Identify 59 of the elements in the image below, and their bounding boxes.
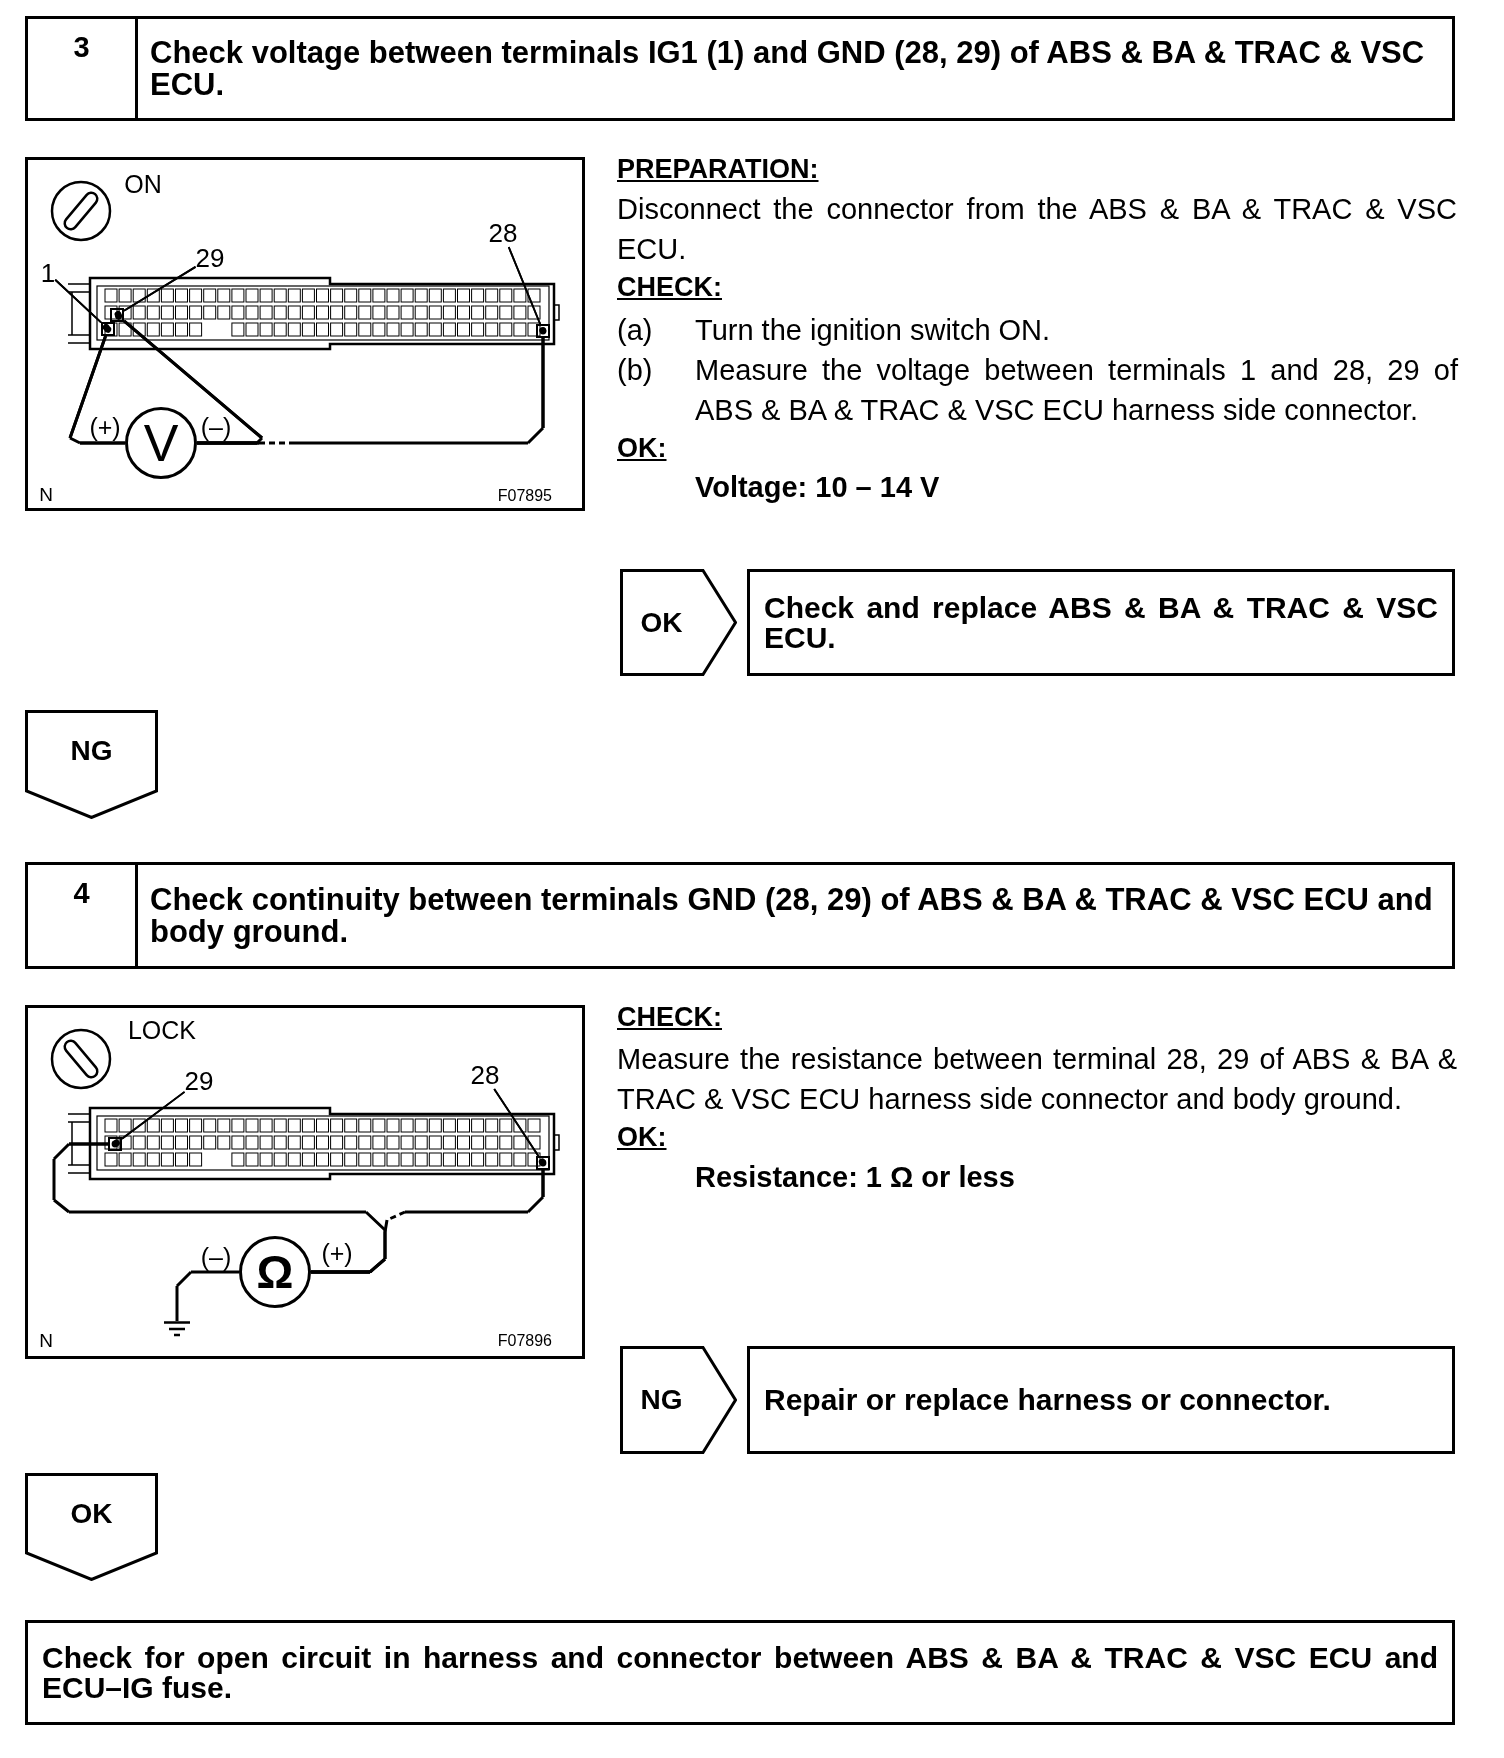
tag-label: OK <box>640 607 683 638</box>
voltmeter-symbol: V <box>125 407 197 479</box>
switch-position-label: ON <box>124 170 162 198</box>
step-header-box <box>25 862 1455 969</box>
step-header-box <box>25 16 1455 121</box>
instruction-text: Measure the resistance between terminal 28, 29 of ABS & BA & TRAC & VSC ECU harness side connector and body ground. <box>617 1042 1457 1117</box>
polarity-label: (+) <box>89 413 121 441</box>
connector-pin <box>536 324 550 338</box>
step-letter: (a) <box>617 313 653 348</box>
section-heading: CHECK: <box>617 1001 722 1034</box>
specification-text: Resistance: 1 Ω or less <box>695 1160 1015 1194</box>
figure-code: F07896 <box>497 1332 552 1350</box>
connector-pin <box>108 1137 122 1151</box>
callout-number: 28 <box>470 1061 500 1089</box>
test-lead <box>309 1159 547 1274</box>
connector-pin <box>110 308 124 322</box>
test-lead <box>115 313 264 445</box>
callout-number: 29 <box>184 1067 214 1095</box>
instruction-box: Check for open circuit in harness and connector between ABS & BA & TRAC & VSC ECU and ECU–IG fuse. <box>25 1620 1455 1725</box>
test-lead <box>195 327 547 445</box>
step-heading: Check continuity between terminals GND (28, 29) of ABS & BA & TRAC & VSC ECU and body ground. <box>149 883 1434 948</box>
test-lead <box>175 1270 241 1323</box>
connector-pin <box>101 322 115 336</box>
tag-label: OK <box>70 1499 113 1529</box>
step-letter: (b) <box>617 353 653 388</box>
callout-number: 1 <box>40 259 56 287</box>
instruction-box: Check and replace ABS & BA & TRAC & VSC ECU. <box>747 569 1455 676</box>
step-number-cell: 3 <box>28 19 138 118</box>
step-number-cell: 4 <box>28 865 138 966</box>
polarity-label: (–) <box>200 413 232 441</box>
leader-line <box>114 265 197 318</box>
leader-line <box>507 246 547 334</box>
section-heading: OK: <box>617 1121 667 1154</box>
polarity-label: (–) <box>200 1243 232 1271</box>
step-heading: Check voltage between terminals IG1 (1) and GND (28, 29) of ABS & BA & TRAC & VSC ECU. <box>149 36 1426 101</box>
instruction-box: Repair or replace harness or connector. <box>747 1346 1455 1454</box>
instruction-text: Measure the voltage between terminals 1 and 28, 29 of ABS & BA & TRAC & VSC ECU harness side connector. <box>695 353 1458 428</box>
callout-number: 29 <box>195 244 225 272</box>
figure-mark: N <box>39 485 53 505</box>
ohmmeter-symbol: Ω <box>239 1236 311 1308</box>
tag-label: NG <box>640 1385 683 1415</box>
figure-mark: N <box>39 1331 53 1351</box>
test-lead <box>68 326 127 445</box>
switch-position-label: LOCK <box>127 1016 197 1044</box>
leader-line <box>113 1090 186 1147</box>
figure-code: F07895 <box>497 487 552 505</box>
section-heading: PREPARATION: <box>617 153 819 186</box>
connector-pin <box>536 1156 550 1170</box>
ground-symbol <box>163 1321 191 1337</box>
polarity-label: (+) <box>321 1239 353 1267</box>
tag-label: NG <box>70 736 113 766</box>
leader-line <box>54 278 110 331</box>
specification-text: Voltage: 10 – 14 V <box>695 470 940 504</box>
callout-number: 28 <box>488 219 518 247</box>
section-heading: OK: <box>617 432 667 465</box>
leader-line <box>493 1088 546 1166</box>
instruction-text: Turn the ignition switch ON. <box>695 313 1051 348</box>
instruction-text: Disconnect the connector from the ABS & BA & TRAC & VSC ECU. <box>617 192 1457 267</box>
section-heading: CHECK: <box>617 271 722 304</box>
